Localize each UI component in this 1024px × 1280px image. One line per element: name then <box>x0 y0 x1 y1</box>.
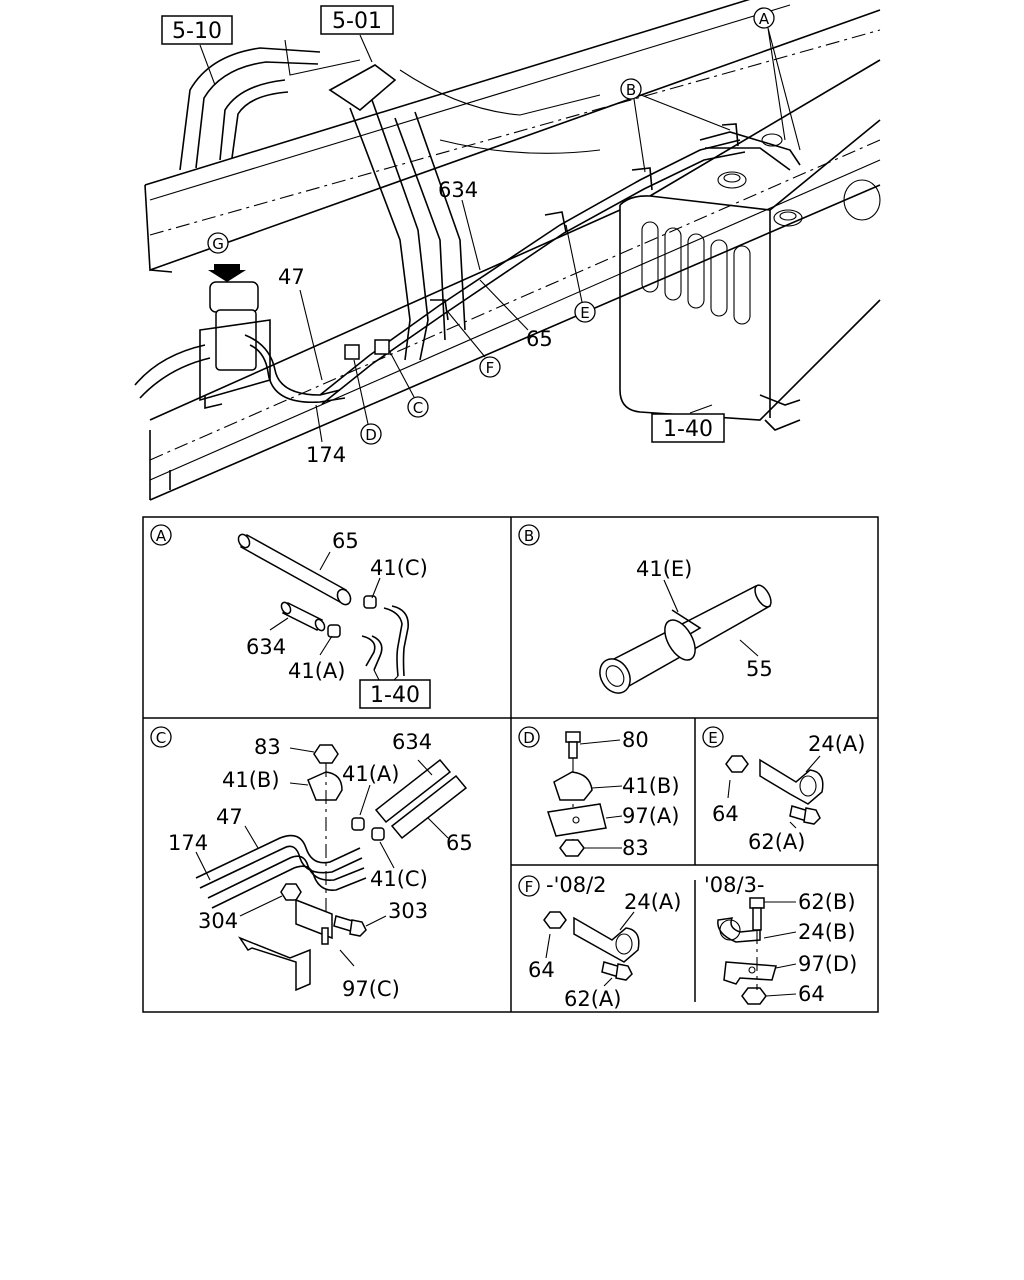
ref-box-5-01: 5-01 <box>320 5 394 63</box>
label-64: 64 <box>528 958 555 982</box>
callout-A: A <box>753 7 801 151</box>
label-41b: 41(B) <box>222 768 280 792</box>
detail-panel-f: F -'08/2 '08/3- 24(A) 64 62(A) 62(B) 24(… <box>518 873 857 1011</box>
detail-grid <box>142 516 879 1013</box>
label-41b: 41(B) <box>622 774 680 798</box>
svg-text:G: G <box>212 235 224 253</box>
direction-arrow-icon <box>208 264 246 282</box>
ref-label: 5-01 <box>332 9 382 34</box>
label-41e: 41(E) <box>636 557 692 581</box>
date-range-right: '08/3- <box>704 873 765 897</box>
panel-tag: F <box>525 878 534 896</box>
label-304: 304 <box>198 909 238 933</box>
panel-tag: B <box>524 527 534 545</box>
callout-B: B <box>620 78 731 173</box>
ref-label: 5-10 <box>172 19 222 44</box>
ref-box-5-10: 5-10 <box>161 15 233 86</box>
label-47: 47 <box>216 805 243 829</box>
panel-tag: A <box>156 527 167 545</box>
svg-text:B: B <box>626 81 636 99</box>
label-65: 65 <box>332 529 359 553</box>
svg-text:C: C <box>413 399 423 417</box>
label-65: 65 <box>446 831 473 855</box>
callout-G: G <box>207 232 229 254</box>
callout-F: F <box>447 311 501 378</box>
label-174: 174 <box>168 831 208 855</box>
label-83: 83 <box>254 735 281 759</box>
svg-text:D: D <box>365 426 377 444</box>
label-64: 64 <box>798 982 825 1006</box>
label-24b: 24(B) <box>798 920 856 944</box>
svg-text:A: A <box>759 10 770 28</box>
svg-text:E: E <box>580 304 589 322</box>
label-41a: 41(A) <box>288 659 345 683</box>
detail-panel-b: B 41(E) 55 <box>518 524 773 694</box>
callout-E: E <box>565 224 596 323</box>
label-24a: 24(A) <box>808 732 865 756</box>
label-174: 174 <box>306 443 346 467</box>
panel-tag: E <box>708 729 717 747</box>
label-83: 83 <box>622 836 649 860</box>
label-65: 65 <box>526 327 553 351</box>
date-range-left: -'08/2 <box>546 873 607 897</box>
svg-text:F: F <box>486 359 495 377</box>
panel-tag: C <box>156 729 166 747</box>
label-41c: 41(C) <box>370 867 428 891</box>
main-overview: 5-10 5-01 1-40 A B G <box>134 0 881 501</box>
label-47: 47 <box>278 265 305 289</box>
label-97d: 97(D) <box>798 952 857 976</box>
ref-label: 1-40 <box>370 683 420 708</box>
detail-panel-a: A 65 41(C) 634 41(A) 1-40 <box>150 524 431 709</box>
label-97a: 97(A) <box>622 804 679 828</box>
label-64: 64 <box>712 802 739 826</box>
label-62a: 62(A) <box>748 830 805 854</box>
label-55: 55 <box>746 657 773 681</box>
label-41a: 41(A) <box>342 762 399 786</box>
frame-rail <box>144 0 881 501</box>
label-634: 634 <box>246 635 286 659</box>
ref-label: 1-40 <box>663 417 713 442</box>
fuel-lines <box>319 123 801 405</box>
label-303: 303 <box>388 899 428 923</box>
label-62b: 62(B) <box>798 890 856 914</box>
label-80: 80 <box>622 728 649 752</box>
crossmember <box>179 39 601 361</box>
callout-D: D <box>353 359 382 445</box>
label-97c: 97(C) <box>342 977 400 1001</box>
detail-panel-c: C 83 634 <box>150 726 473 1001</box>
label-62a: 62(A) <box>564 987 621 1011</box>
detail-panel-e: E 24(A) 64 62(A) <box>702 726 865 854</box>
ref-box-1-40: 1-40 <box>651 404 725 443</box>
label-634: 634 <box>392 730 432 754</box>
label-41c: 41(C) <box>370 556 428 580</box>
panel-tag: D <box>523 729 535 747</box>
label-24a: 24(A) <box>624 890 681 914</box>
detail-panel-d: D 80 41(B) 97(A) 83 <box>518 726 680 860</box>
label-634: 634 <box>438 178 478 202</box>
fuel-filter <box>134 264 346 410</box>
fuel-tank <box>619 59 881 431</box>
callout-C: C <box>389 351 429 418</box>
